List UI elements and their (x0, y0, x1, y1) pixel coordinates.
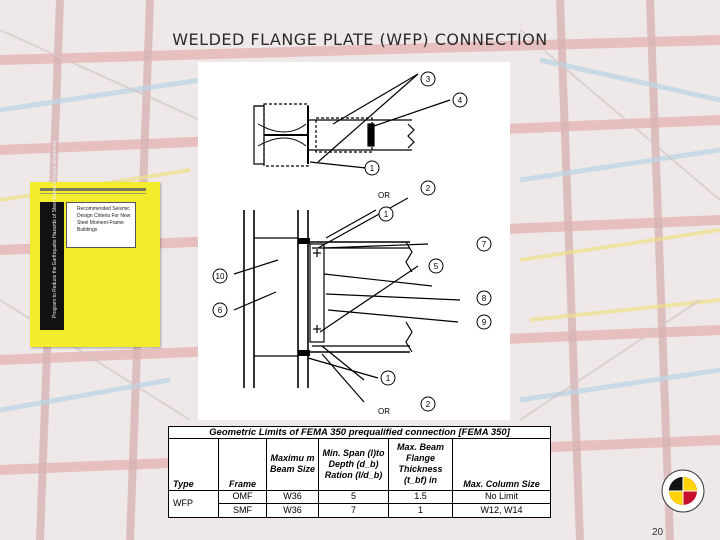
beam-cell: W36 (266, 503, 319, 518)
university-seal-logo (661, 469, 705, 513)
header-flange-thickness: Max. Beam Flange Thickness (t_bf) in (388, 438, 453, 491)
header-column-size: Max. Column Size (451, 438, 552, 491)
table-header-row: Type Frame Maximu m Beam Size Min. Span … (168, 438, 552, 491)
callout-label: 7 (482, 240, 487, 249)
cover-label: Recommended Seismic Design Criteria For … (66, 202, 136, 248)
callout-label: 2 (426, 184, 431, 193)
slide-title: WELDED FLANGE PLATE (WFP) CONNECTION (172, 30, 548, 49)
wfp-connection-diagram: 3 4 1 2 1 7 5 10 8 6 9 1 2 OR OR (198, 62, 510, 420)
cover-label-line: Design Criteria For New (77, 213, 131, 219)
cover-header-rule-thin (40, 193, 146, 194)
geometric-limits-table: Geometric Limits of FEMA 350 prequalifie… (167, 426, 552, 519)
cover-spine: Program to Reduce the Earthquake Hazards… (40, 141, 64, 330)
ratio-cell: 7 (318, 503, 389, 518)
or-label: OR (378, 191, 390, 200)
column-cell: No Limit (451, 489, 552, 505)
table-caption: Geometric Limits of FEMA 350 prequalifie… (167, 426, 552, 439)
header-type: Type (168, 438, 219, 491)
frame-cell: SMF (218, 503, 267, 518)
callout-label: 1 (384, 210, 389, 219)
header-beam-size: Maximu m Beam Size (266, 438, 319, 491)
cover-label-line: Recommended Seismic (77, 206, 130, 212)
table-row: WFP OMF W36 5 1.5 No Limit (168, 489, 552, 519)
column-cell: W12, W14 (451, 503, 552, 518)
cover-spine-text: Program to Reduce the Earthquake Hazards… (52, 141, 58, 318)
cover-label-line: Buildings (77, 227, 98, 233)
header-frame: Frame (218, 438, 267, 491)
callout-label: 6 (218, 306, 223, 315)
beam-cell: W36 (266, 489, 319, 505)
thickness-cell: 1 (388, 503, 453, 518)
callout-label: 9 (482, 318, 487, 327)
callout-label: 10 (216, 272, 225, 281)
cover-header-rule (40, 188, 146, 191)
thickness-cell: 1.5 (388, 489, 453, 505)
frame-cell: OMF (218, 489, 267, 505)
callout-label: 1 (370, 164, 375, 173)
callout-label: 4 (458, 96, 463, 105)
callout-label: 5 (434, 262, 439, 271)
callout-label: 3 (426, 75, 431, 84)
callout-label: 1 (386, 374, 391, 383)
callout-label: 2 (426, 400, 431, 409)
callout-label: 8 (482, 294, 487, 303)
fema-350-cover-image: Program to Reduce the Earthquake Hazards… (30, 141, 160, 347)
cover-label-line: Steel Moment-Frame (77, 220, 124, 226)
table-row: SMF W36 7 1 W12, W14 (169, 503, 552, 518)
header-span-depth-ratio: Min. Span (l)to Depth (d_b) Ration (l/d_… (318, 438, 389, 491)
page-number: 20 (652, 527, 664, 538)
or-label: OR (378, 407, 390, 416)
type-cell: WFP (168, 489, 219, 519)
ratio-cell: 5 (318, 489, 389, 505)
